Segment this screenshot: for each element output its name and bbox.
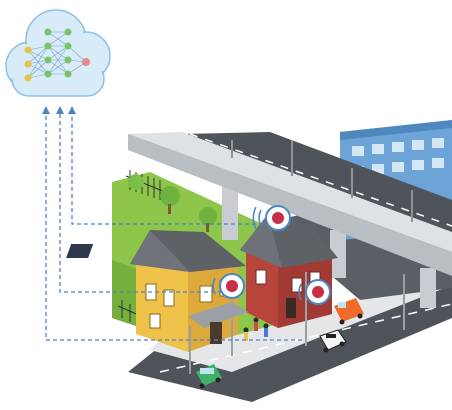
trees: [128, 174, 217, 232]
neural-network-cloud-icon: [5, 9, 111, 97]
connection-line-sensor-3: [45, 112, 302, 341]
arrow-head-icon: [56, 106, 64, 114]
arrow-head-icon: [42, 106, 50, 114]
orange-van: [334, 298, 364, 325]
pedestrians: [243, 317, 269, 341]
connection-line-sensor-1: [71, 112, 270, 225]
solar-panel: [66, 244, 94, 258]
tree: [199, 207, 217, 225]
tree: [128, 174, 144, 190]
signal-sensor-icon: [212, 273, 245, 299]
bridge-pillar: [420, 268, 436, 308]
yellow-house: [66, 230, 248, 352]
connection-line-sensor-2: [59, 112, 222, 293]
connection-lines: [45, 112, 302, 341]
signal-sensor-icon: [298, 279, 331, 305]
arrow-heads: [42, 106, 76, 114]
arrow-head-icon: [68, 106, 76, 114]
lower-sidewalk: [150, 268, 452, 372]
green-car: [196, 364, 222, 389]
bridge-pillar: [330, 230, 346, 278]
signal-sensor-icon: [252, 205, 291, 231]
tree: [160, 186, 180, 206]
bridge-lamps: [231, 140, 413, 222]
street-lamps: [189, 272, 405, 374]
neural-network-nodes: [24, 28, 90, 82]
police-car: [319, 329, 347, 353]
vehicles: [196, 298, 364, 389]
